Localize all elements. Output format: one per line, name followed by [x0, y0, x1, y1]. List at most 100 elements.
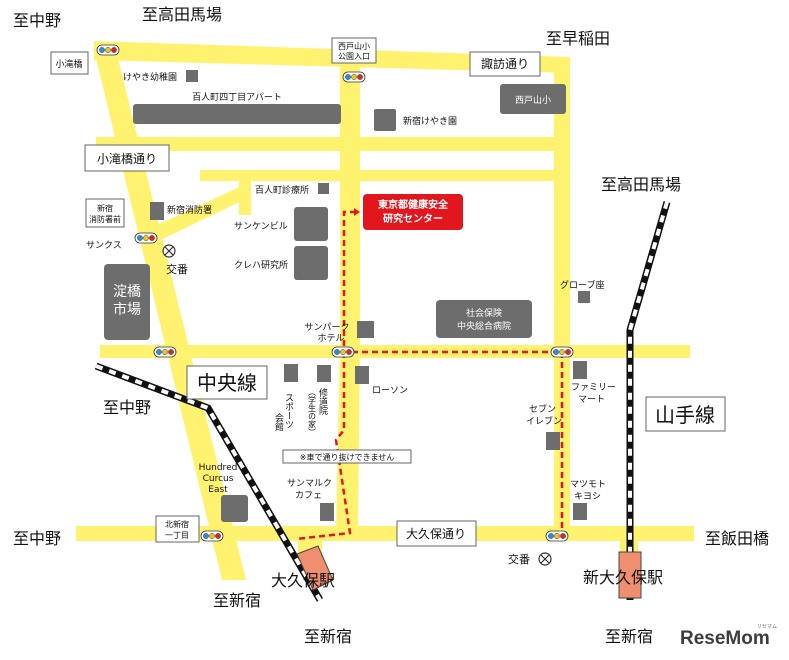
building-shudoin [317, 365, 331, 382]
koban-north-icon [162, 244, 176, 258]
fire-int-box [85, 198, 125, 228]
traffic-light-icon [153, 346, 177, 358]
yamanote-line-dashes [628, 201, 669, 600]
road-label-suwa: 諏訪通り [481, 56, 529, 71]
road-horizontal-north [96, 137, 556, 151]
building-keyaki-kindergarten [186, 70, 198, 82]
label-kureha: クレハ研究所 [234, 259, 288, 271]
building-yodobashi [104, 264, 150, 340]
target-box[interactable] [363, 194, 463, 230]
traffic-light-icon [545, 530, 569, 542]
label-matsumoto-1: マツモト [570, 480, 606, 490]
building-sankenbiru [294, 207, 328, 241]
road-fire-station-stub [239, 180, 251, 215]
label-koban-north: 交番 [166, 262, 188, 276]
chuo-line-dashes [95, 364, 322, 602]
shinokubo-station-building[interactable] [618, 551, 642, 599]
label-seveneleven-1: セブン [529, 403, 556, 415]
building-social-hospital [436, 300, 532, 338]
dest-waseda: 至早稲田 [546, 29, 610, 48]
building-seveneleven [546, 432, 560, 450]
labels: 至中野 至高田馬場 至早稲田 至高田馬場 至中野 至中野 至飯田橋 至新宿 至新… [13, 5, 777, 649]
suwa-dori-box [469, 51, 541, 77]
label-hundred-2: Curcus [203, 474, 234, 484]
building-sanmarc [320, 503, 334, 521]
building-hyakunincho-apartment [133, 104, 341, 124]
label-hospital-1: 社会保険 [466, 307, 502, 319]
traffic-light-icon [550, 346, 574, 358]
okubo-station-label: 大久保駅 [271, 571, 335, 590]
road-horizontal-middle-north [200, 170, 557, 181]
road-label-okubo: 大久保通り [406, 527, 466, 541]
resemom-logo[interactable]: ReseMom [680, 628, 770, 649]
building-sports-hall [284, 364, 298, 382]
label-hospital-2: 中央総合病院 [457, 320, 511, 332]
label-koban-south: 交番 [508, 552, 530, 566]
label-shinjuku-keyakien: 新宿けやき園 [403, 115, 457, 127]
target-line-2: 研究センター [383, 212, 443, 225]
kotakibashi-dori-box [84, 144, 170, 172]
label-hundred-3: East [208, 485, 228, 495]
koban-symbols [162, 244, 552, 566]
road-label-kotakibashi: 小滝橋通り [97, 152, 157, 166]
traffic-light-icon [96, 44, 120, 56]
building-sunpark-hotel [357, 321, 374, 338]
building-kureha [294, 246, 328, 280]
dest-nakano-mid: 至中野 [103, 398, 151, 417]
road-okubo-dori [76, 526, 694, 541]
koban-south-icon [538, 552, 552, 566]
label-sunkus: サンクス [86, 240, 122, 251]
building-shinjuku-keyakien [374, 109, 396, 131]
road-right-vertical [554, 60, 570, 540]
dest-iidabashi: 至飯田橋 [705, 529, 769, 548]
label-shudoin-2: （学生の家） [308, 388, 317, 436]
walking-route-south [295, 352, 352, 541]
building-shinjuku-fire-station [150, 202, 164, 220]
dest-shinjuku-center: 至新宿 [304, 627, 352, 646]
label-lawson: ローソン [372, 386, 408, 396]
building-nishitoyama-elementary [500, 84, 566, 114]
label-shinjuku-fire-station: 新宿消防署 [167, 204, 212, 216]
int-kotakibashi: 小滝橋 [55, 58, 82, 70]
road-fire-station-branch [140, 185, 250, 245]
int-fire-2: 消防署前 [89, 214, 121, 224]
label-yodobashi-2: 市場 [113, 301, 141, 318]
note-no-car: ※車で通り抜けできません [300, 452, 394, 462]
okubo-dori-box [396, 520, 477, 547]
label-familymart-2: マート [578, 395, 605, 405]
label-sports-hall-2: 会館 [273, 412, 284, 432]
label-shudoin-1: 修道院 [317, 387, 328, 416]
building-lawson [355, 366, 369, 384]
target-line-1: 東京都健康安全 [378, 198, 449, 211]
label-nishitoyama-elementary: 西戸山小 [515, 95, 551, 106]
label-hyakunincho-apartment: 百人町四丁目アパート [192, 92, 282, 103]
dest-shinjuku-left: 至新宿 [213, 591, 261, 610]
traffic-light-icon [331, 346, 355, 358]
stations [296, 545, 642, 599]
target-facility[interactable]: 東京都健康安全 研究センター [363, 194, 463, 230]
chuo-line-label: 中央線 [197, 371, 257, 395]
walking-route [342, 210, 570, 535]
shinokubo-station-label: 新大久保駅 [583, 568, 663, 587]
int-nishitoyama-1: 西戸山小 [338, 41, 370, 51]
label-seveneleven-2: イレブン [526, 415, 562, 427]
nishitoyama-park-box [331, 37, 377, 64]
int-kitashinjuku-1: 北新宿 [165, 519, 189, 529]
no-car-box [282, 449, 412, 464]
label-sanmarc-1: サンマルク [287, 478, 332, 489]
label-familymart-1: ファミリー [571, 383, 616, 393]
okubo-station-building[interactable] [296, 545, 334, 591]
traffic-light-icon [342, 71, 366, 83]
yamanote-line-label: 山手線 [655, 403, 715, 427]
buildings [104, 70, 590, 522]
chuo-line-box [186, 365, 268, 400]
int-fire-1: 新宿 [97, 203, 113, 213]
label-keyaki-kindergarten: けやき幼稚園 [123, 71, 177, 83]
route-arrow [354, 208, 360, 216]
building-matsumoto [573, 503, 587, 520]
boxed-labels [50, 37, 726, 547]
label-matsumoto-2: キヨシ [574, 492, 601, 502]
traffic-light-icon [200, 530, 224, 542]
